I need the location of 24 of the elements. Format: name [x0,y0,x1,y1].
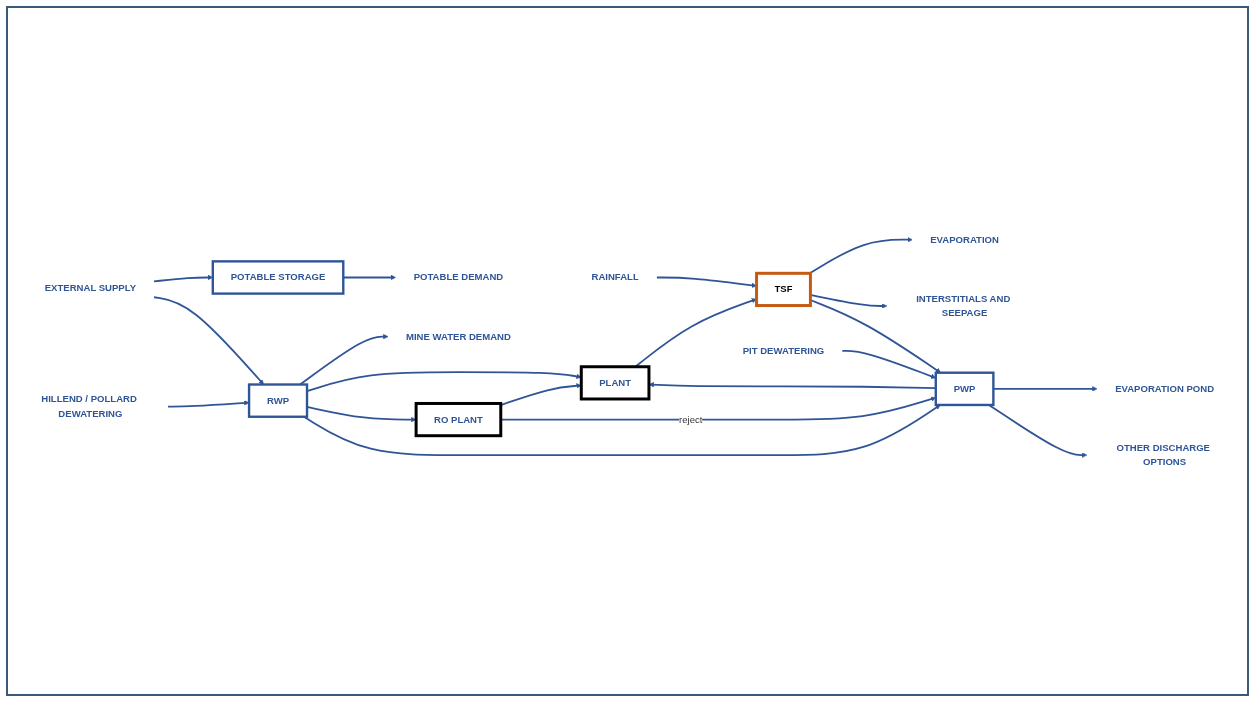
node-text: OTHER DISCHARGE OPTIONS [1116,442,1210,468]
node-box: RO PLANT [414,401,503,438]
node-box: POTABLE STORAGE [211,260,345,295]
arrow [808,237,913,275]
node-text: INTERSTITIALS AND SEEPAGE [916,293,1011,318]
node-box: RWP [247,383,309,418]
arrow [167,400,250,408]
node-box: TSF [755,271,812,308]
arrow [841,350,936,379]
node-text: EXTERNAL SUPPLY [44,282,137,294]
node-text: POTABLE DEMAND [413,272,504,283]
node-box: PLANT [579,365,651,401]
arrow [153,296,264,385]
node-text: MINE WATER DEMAND [405,331,511,342]
arrow [988,404,1088,458]
node-text: EVAPORATION POND [1115,383,1215,394]
node-text: EVAPORATION [930,234,999,245]
arrow [303,404,941,456]
node-text: RAINFALL [591,272,639,283]
node-text: PIT DEWATERING [742,345,825,356]
edge-label: reject [679,414,703,425]
node-text: HILLEND / POLLARD DEWATERING [41,394,137,419]
arrow [655,276,757,288]
node-box: PWP [934,371,995,407]
